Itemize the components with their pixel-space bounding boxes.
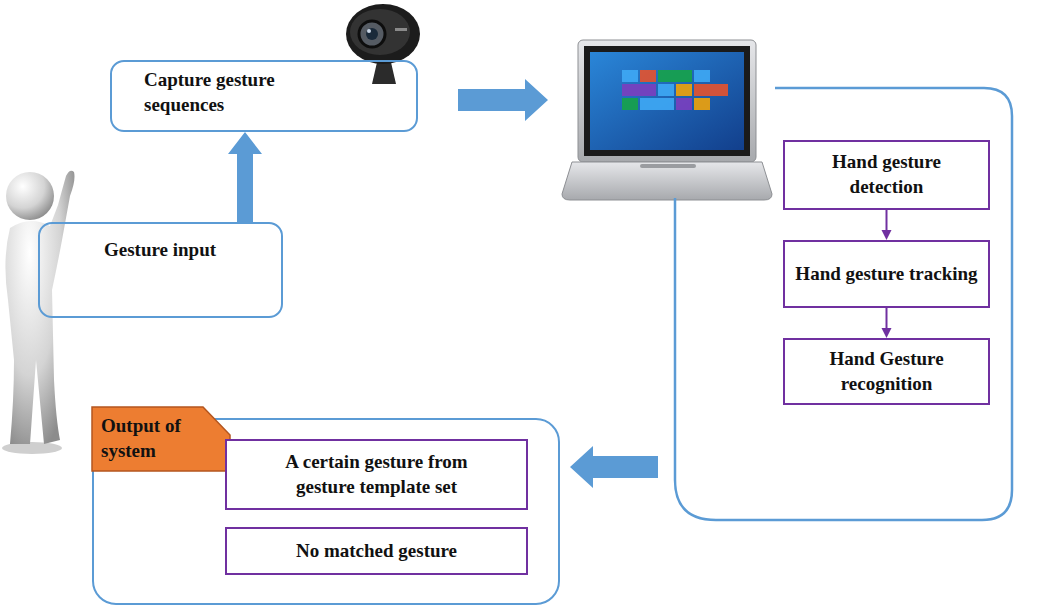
capture-box: Capture gesture sequences [110, 60, 418, 132]
output-container: Output of systemA certain gesture from g… [92, 418, 560, 605]
process-box: Hand gesture detection [783, 140, 990, 210]
person-figure [2, 171, 75, 454]
result-box: A certain gesture from gesture template … [225, 439, 528, 510]
node-text: No matched gesture [296, 539, 457, 564]
connector [882, 328, 892, 338]
connector [886, 308, 888, 328]
processing-outline [675, 88, 1012, 520]
node-text: Capture gesture sequences [144, 68, 334, 117]
node-text: Hand gesture tracking [795, 262, 977, 287]
input-box: Gesture input [38, 222, 283, 318]
flow-arrow [458, 79, 548, 121]
laptop-icon [562, 40, 772, 200]
node-text: Hand gesture detection [795, 150, 978, 199]
flow-arrow [570, 446, 658, 488]
process-box: Hand Gesture recognition [783, 338, 990, 405]
process-box: Hand gesture tracking [783, 240, 990, 308]
output-tag: Output of system [91, 406, 231, 472]
node-text: A certain gesture from gesture template … [261, 450, 493, 499]
result-box: No matched gesture [225, 527, 528, 575]
connector [886, 210, 888, 230]
node-text: Hand Gesture recognition [795, 347, 978, 396]
node-text: Gesture input [100, 238, 220, 263]
connector [228, 132, 262, 222]
webcam-icon [346, 4, 420, 84]
node-text: Output of system [101, 414, 201, 463]
connector [882, 230, 892, 240]
